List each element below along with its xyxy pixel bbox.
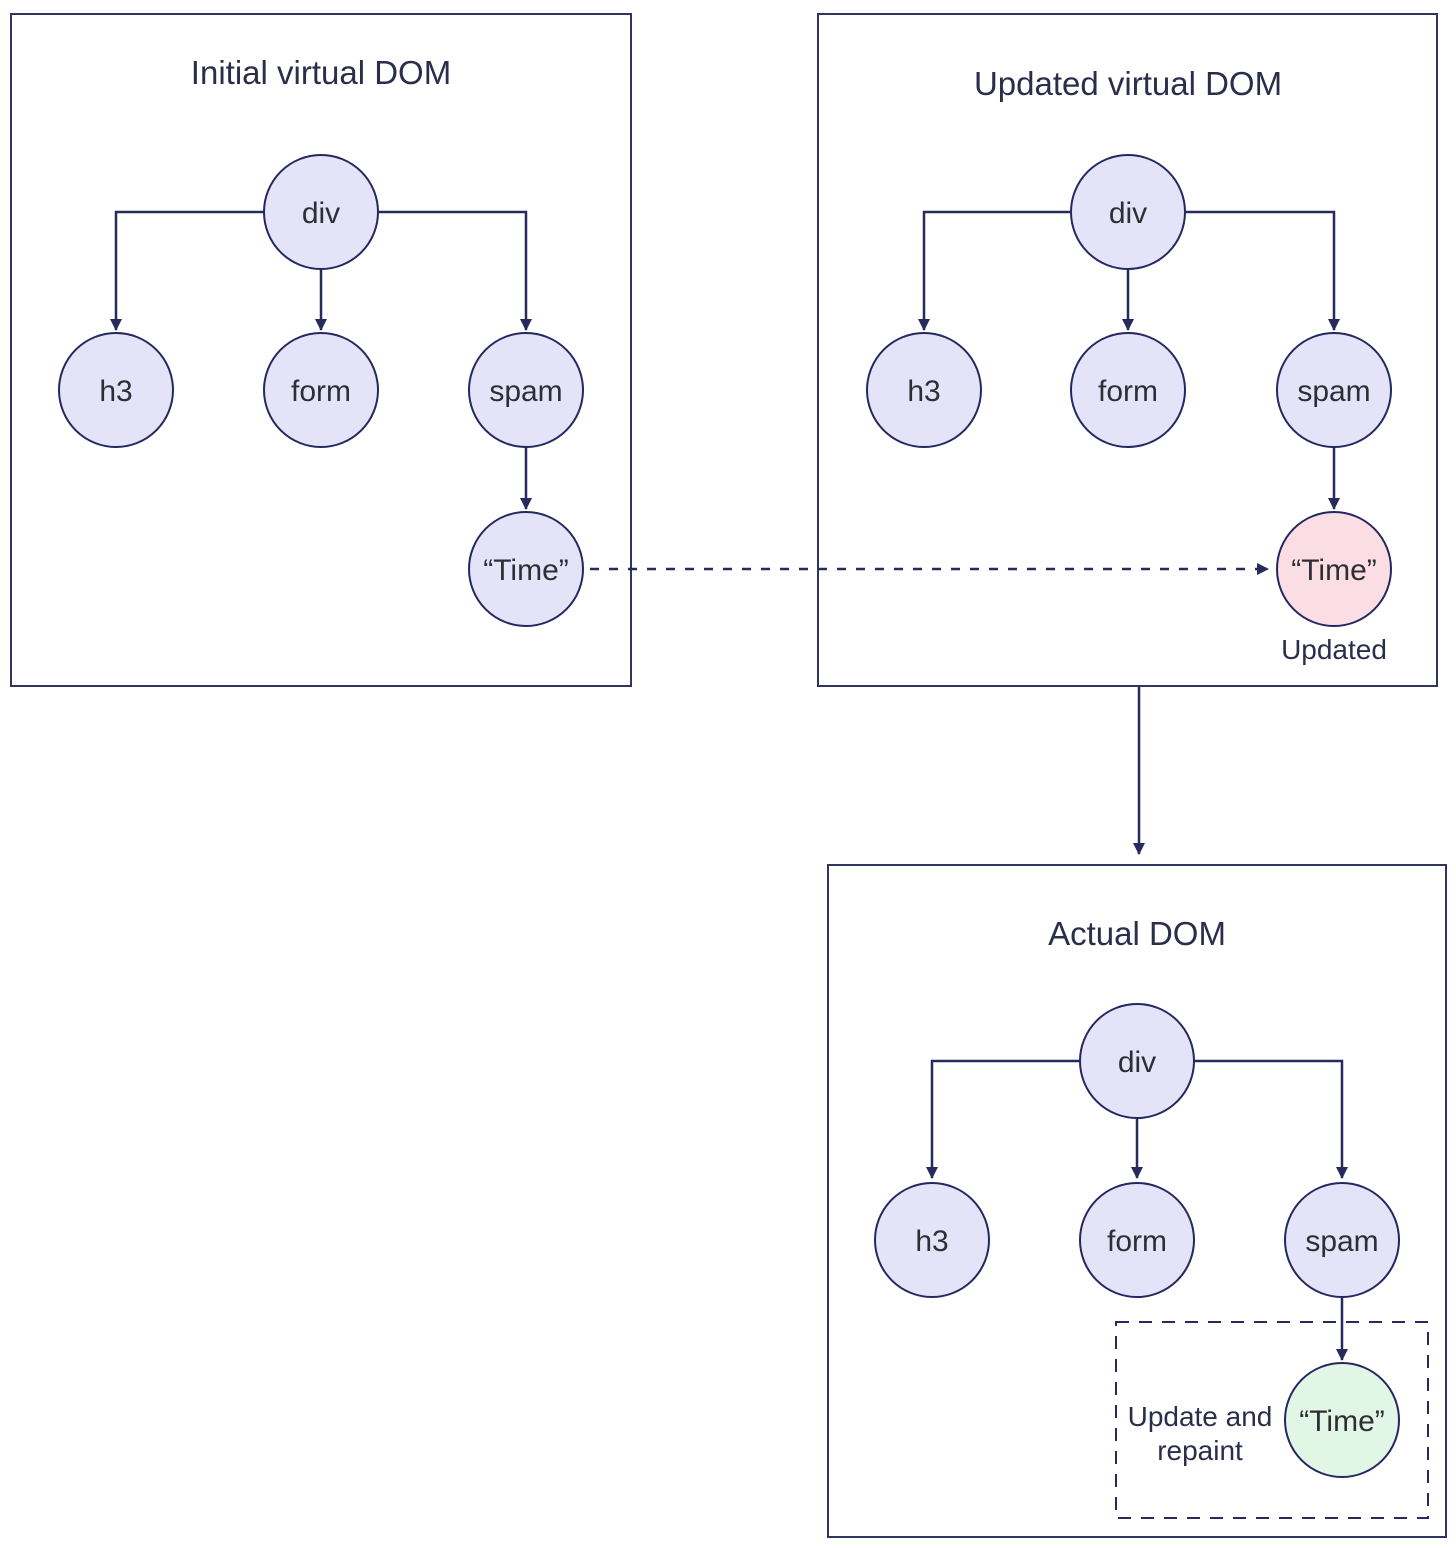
node-h3-actual [874, 1182, 990, 1298]
node-spam-actual [1284, 1182, 1400, 1298]
node-time-actual [1284, 1362, 1400, 1478]
edge-div-h3-actual [926, 1059, 1080, 1179]
node-time-initial-label: “Time” [483, 554, 569, 587]
panel-updated-title: Updated virtual DOM [974, 65, 1282, 102]
node-time-actual-label: “Time” [1299, 1405, 1385, 1438]
node-h3-updated [866, 332, 982, 448]
edge-div-h3-initial [110, 210, 264, 331]
node-spam-actual-label: spam [1305, 1225, 1378, 1258]
node-time-updated-label: “Time” [1291, 554, 1377, 587]
panel-updated-virtual-dom: Updated virtual DOM div h3 form spam “Ti… [817, 13, 1438, 687]
node-spam-updated [1276, 332, 1392, 448]
node-time-updated [1276, 511, 1392, 627]
node-form-actual-label: form [1107, 1225, 1167, 1258]
panel-initial-title: Initial virtual DOM [191, 54, 451, 91]
edge-div-h3-updated [918, 210, 1071, 331]
node-spam-initial [468, 332, 584, 448]
edge-div-spam-initial [378, 210, 532, 331]
panel-actual-title: Actual DOM [1048, 915, 1226, 952]
panel-actual-dom: Actual DOM Update and repaint div h3 for… [827, 864, 1447, 1538]
node-div-updated [1070, 154, 1186, 270]
node-div-initial-label: div [302, 197, 340, 230]
node-div-initial [263, 154, 379, 270]
node-div-actual-label: div [1118, 1046, 1156, 1079]
node-spam-initial-label: spam [489, 375, 562, 408]
node-h3-actual-label: h3 [915, 1225, 948, 1258]
node-time-initial [468, 511, 584, 627]
node-div-actual [1079, 1003, 1195, 1119]
node-div-updated-label: div [1109, 197, 1147, 230]
update-repaint-caption-line1: Update and [1128, 1401, 1273, 1432]
panel-initial-virtual-dom: Initial virtual DOM div h3 form spam “Ti… [10, 13, 632, 687]
updated-caption: Updated [1281, 634, 1387, 665]
edge-div-spam-updated [1185, 210, 1340, 331]
node-h3-initial [58, 332, 174, 448]
node-form-actual [1079, 1182, 1195, 1298]
node-form-initial-label: form [291, 375, 351, 408]
node-h3-updated-label: h3 [907, 375, 940, 408]
node-form-updated [1070, 332, 1186, 448]
edge-div-spam-actual [1194, 1059, 1348, 1179]
node-form-initial [263, 332, 379, 448]
node-spam-updated-label: spam [1297, 375, 1370, 408]
node-h3-initial-label: h3 [99, 375, 132, 408]
node-form-updated-label: form [1098, 375, 1158, 408]
update-repaint-caption-line2: repaint [1157, 1435, 1243, 1466]
